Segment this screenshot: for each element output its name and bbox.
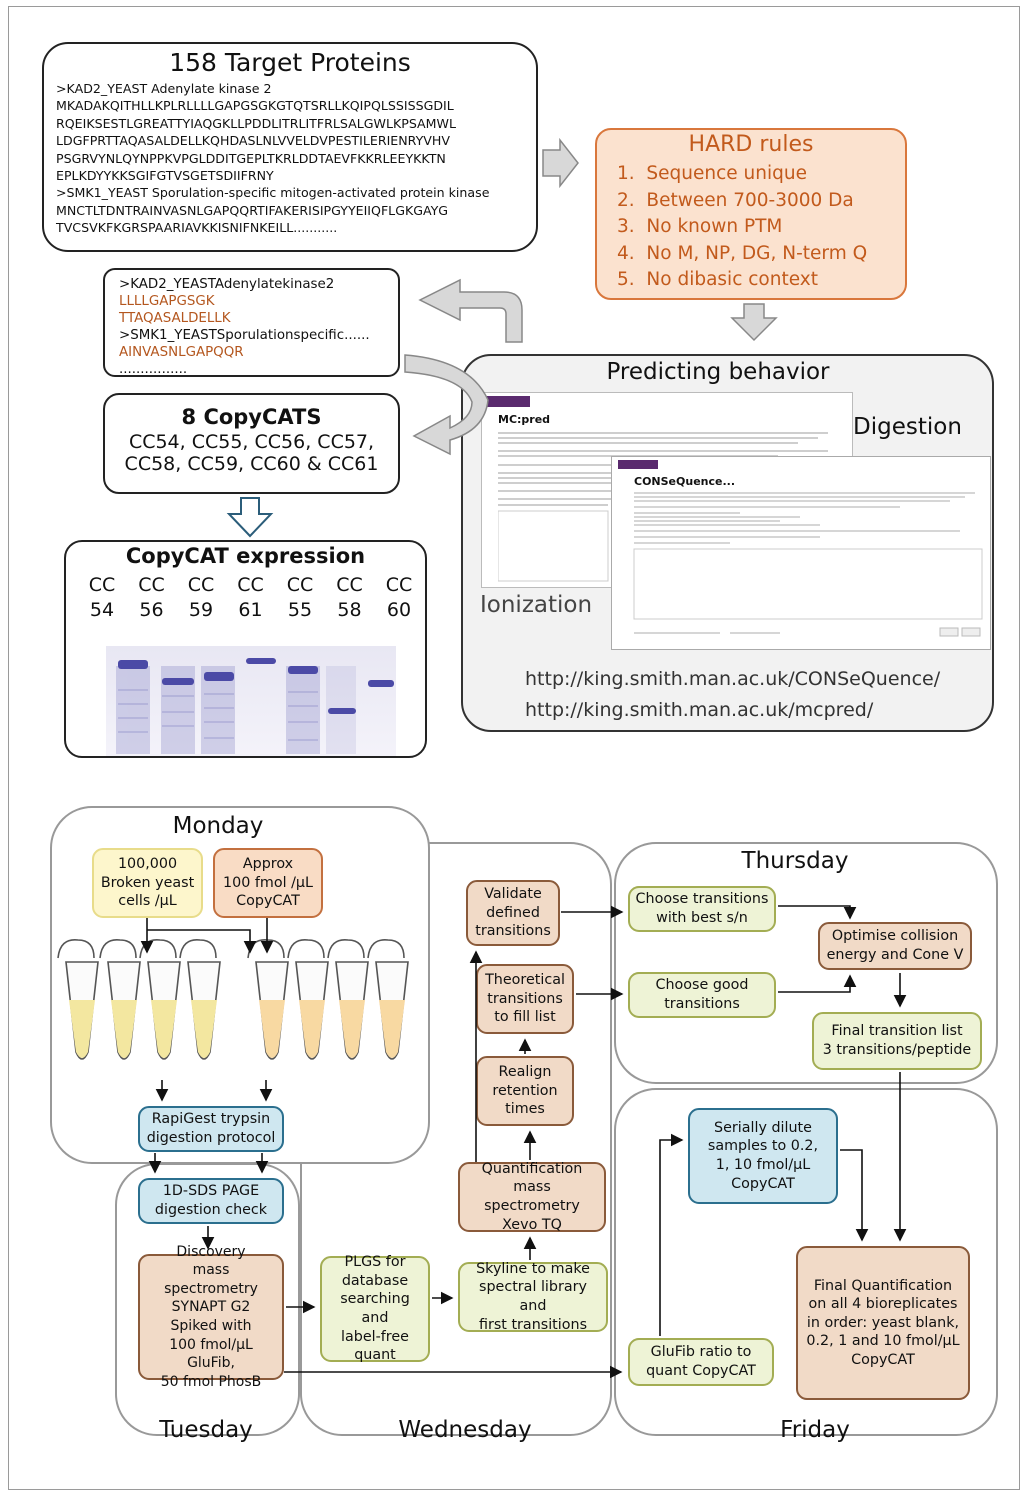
- gel-lane-prefix: CC: [336, 574, 363, 596]
- consequence-url[interactable]: http://king.smith.man.ac.uk/CONSeQuence/: [525, 668, 941, 690]
- target-sequence-line: EPLKDYYKKSGIFGTVSGETSDIIFRNY: [56, 168, 274, 184]
- protein-header: ................: [119, 362, 188, 377]
- hard-rule-item: 2. Between 700-3000 Da: [617, 189, 854, 211]
- gel-lane-number: 55: [287, 599, 313, 621]
- gel-lane-number: 54: [89, 599, 115, 621]
- monday-label: Monday: [172, 813, 264, 839]
- rapigest-digestion-node: RapiGest trypsin digestion protocol: [138, 1106, 284, 1152]
- realign-retention-node: Realign retention times: [476, 1056, 574, 1126]
- mcpred-title: MC:pred: [498, 413, 551, 426]
- copycats-title: 8 CopyCATS: [181, 405, 322, 429]
- approx-copycat-node: Approx 100 fmol /μL CopyCAT: [213, 848, 323, 918]
- hard-rule-item: 5. No dibasic context: [617, 269, 818, 290]
- gel-lane-prefix: CC: [237, 574, 264, 596]
- gel-lane-prefix: CC: [138, 574, 165, 596]
- gel-lane-prefix: CC: [187, 574, 215, 596]
- thursday-label: Thursday: [741, 848, 849, 874]
- peptide-sequence: LLLLGAPGSGK: [119, 294, 215, 309]
- target-proteins-title: 158 Target Proteins: [169, 48, 411, 77]
- gel-lane-number: 56: [139, 599, 164, 621]
- peptide-sequence: AINVASNLGAPQQR: [119, 345, 244, 360]
- gel-lane-label: CC 56: [132, 573, 172, 623]
- choose-best-transitions-node: Choose transitions with best s/n: [628, 886, 776, 932]
- copycats-line-2: CC58, CC59, CC60 & CC61: [124, 453, 379, 475]
- protein-header: >KAD2_YEASTAdenylatekinase2: [119, 277, 335, 292]
- hard-rules-list: 1. Sequence unique 2. Between 700-3000 Da…: [617, 161, 905, 294]
- optimise-collision-node: Optimise collision energy and Cone V: [818, 922, 972, 970]
- final-transition-list-node: Final transition list 3 transitions/pept…: [812, 1012, 982, 1070]
- target-sequence-line: MKADAKQITHLLKPLRLLLLGAPGSGKGTQTSRLLKQIPQ…: [56, 98, 454, 114]
- hard-rules-box: HARD rules 1. Sequence unique 2. Between …: [595, 128, 907, 300]
- lane-labels: CC 54 CC 56 CC 59 CC 61 CC 55 CC 58 CC 60: [82, 573, 422, 633]
- target-proteins-box: 158 Target Proteins >KAD2_YEAST Adenylat…: [42, 42, 538, 252]
- skyline-node: Skyline to make spectral library and fir…: [458, 1261, 608, 1333]
- broken-yeast-cells-node: 100,000 Broken yeast cells /μL: [92, 848, 203, 918]
- sds-page-gel-image: [106, 646, 396, 756]
- figure-frame: [8, 6, 1020, 1490]
- consequence-title: CONSeQuence...: [634, 475, 736, 488]
- gel-lane-prefix: CC: [286, 574, 314, 596]
- hard-rule-item: 3. No known PTM: [617, 216, 783, 237]
- wednesday-label: Wednesday: [398, 1417, 532, 1443]
- quantification-ms-node: Quantification mass spectrometry Xevo TQ: [458, 1161, 606, 1233]
- gel-lane-label: CC 54: [82, 573, 122, 623]
- hard-rule-item: 4. No M, NP, DG, N-term Q: [617, 242, 868, 264]
- target-sequence-line: RQEIKSESTLGREATTYIAQGKLLPDDLITRLITFRLSAL…: [56, 115, 456, 131]
- mcpred-url[interactable]: http://king.smith.man.ac.uk/mcpred/: [525, 699, 874, 721]
- target-sequence-line: LDGFPRTTAQASALDELLKQHDASLNLVVELDVPESTILE…: [56, 133, 450, 149]
- mcpred-logo: [486, 396, 530, 407]
- hard-rule-item: 1. Sequence unique: [617, 163, 807, 184]
- protein-header: >SMK1_YEASTSporulationspecific......: [119, 328, 370, 343]
- copycats-box: 8 CopyCATS CC54, CC55, CC56, CC57, CC58,…: [103, 393, 400, 494]
- sds-page-check-node: 1D-SDS PAGE digestion check: [138, 1178, 284, 1224]
- gel-lane-number: 58: [337, 599, 362, 621]
- friday-label: Friday: [780, 1417, 850, 1443]
- target-sequence-line: >SMK1_YEAST Sporulation-specific mitogen…: [56, 185, 490, 201]
- serially-dilute-node: Serially dilute samples to 0.2, 1, 10 fm…: [688, 1108, 838, 1204]
- expression-title: CopyCAT expression: [125, 544, 366, 568]
- target-sequence-line: PSGRVYNLQYNPPKVPGLDDITGEPLTKRLDDTAEVFKKR…: [56, 150, 446, 166]
- hard-rules-title: HARD rules: [688, 132, 814, 157]
- target-sequence-line: >KAD2_YEAST Adenylate kinase 2: [56, 81, 272, 96]
- tuesday-label: Tuesday: [159, 1417, 253, 1443]
- copycats-line-1: CC54, CC55, CC56, CC57,: [128, 431, 375, 453]
- target-sequence-line: MNCTLTDNTRAINVASNLGAPQQRTIFAKERISIPGYYEI…: [56, 202, 449, 218]
- gel-lane-label: CC 59: [181, 573, 221, 623]
- predicting-behavior-box: Predicting behavior Digestion Ionization…: [461, 354, 994, 732]
- gel-lane-label: CC 61: [231, 573, 271, 623]
- choose-good-transitions-node: Choose good transitions: [628, 972, 776, 1018]
- final-quantification-node: Final Quantification on all 4 bioreplica…: [796, 1246, 970, 1400]
- gel-lane-number: 61: [238, 599, 263, 621]
- plgs-node: PLGS for database searching and label-fr…: [320, 1254, 430, 1363]
- target-sequence-line: TVCSVKFKGRSPAARIAVKKISNIFNKEILL.........…: [56, 220, 338, 236]
- gel-lane-number: 59: [188, 599, 214, 621]
- digestion-label: Digestion: [853, 414, 962, 440]
- gel-lane-label: CC 60: [379, 573, 419, 623]
- gel-lane-prefix: CC: [88, 574, 116, 596]
- validate-transitions-node: Validate defined transitions: [466, 880, 560, 946]
- consequence-screenshot: CONSeQuence...: [611, 456, 991, 650]
- ionization-label: Ionization: [480, 592, 593, 618]
- consequence-page-text: [633, 492, 983, 637]
- peptide-sequence: TTAQASALDELLK: [119, 311, 231, 326]
- discovery-ms-node: Discovery mass spectrometry SYNAPT G2 Sp…: [138, 1244, 284, 1390]
- gel-lane-label: CC 58: [330, 573, 370, 623]
- consequence-logo: [618, 460, 658, 469]
- predicting-title: Predicting behavior: [606, 359, 830, 385]
- gel-lane-prefix: CC: [385, 574, 413, 596]
- gel-lane-label: CC 55: [280, 573, 320, 623]
- glufib-ratio-node: GluFib ratio to quant CopyCAT: [628, 1338, 774, 1386]
- target-sequence-lines: >KAD2_YEAST Adenylate kinase 2 MKADAKQITH…: [56, 80, 524, 237]
- theoretical-transitions-node: Theoretical transitions to fill list: [476, 964, 574, 1034]
- gel-lane-number: 60: [386, 599, 412, 621]
